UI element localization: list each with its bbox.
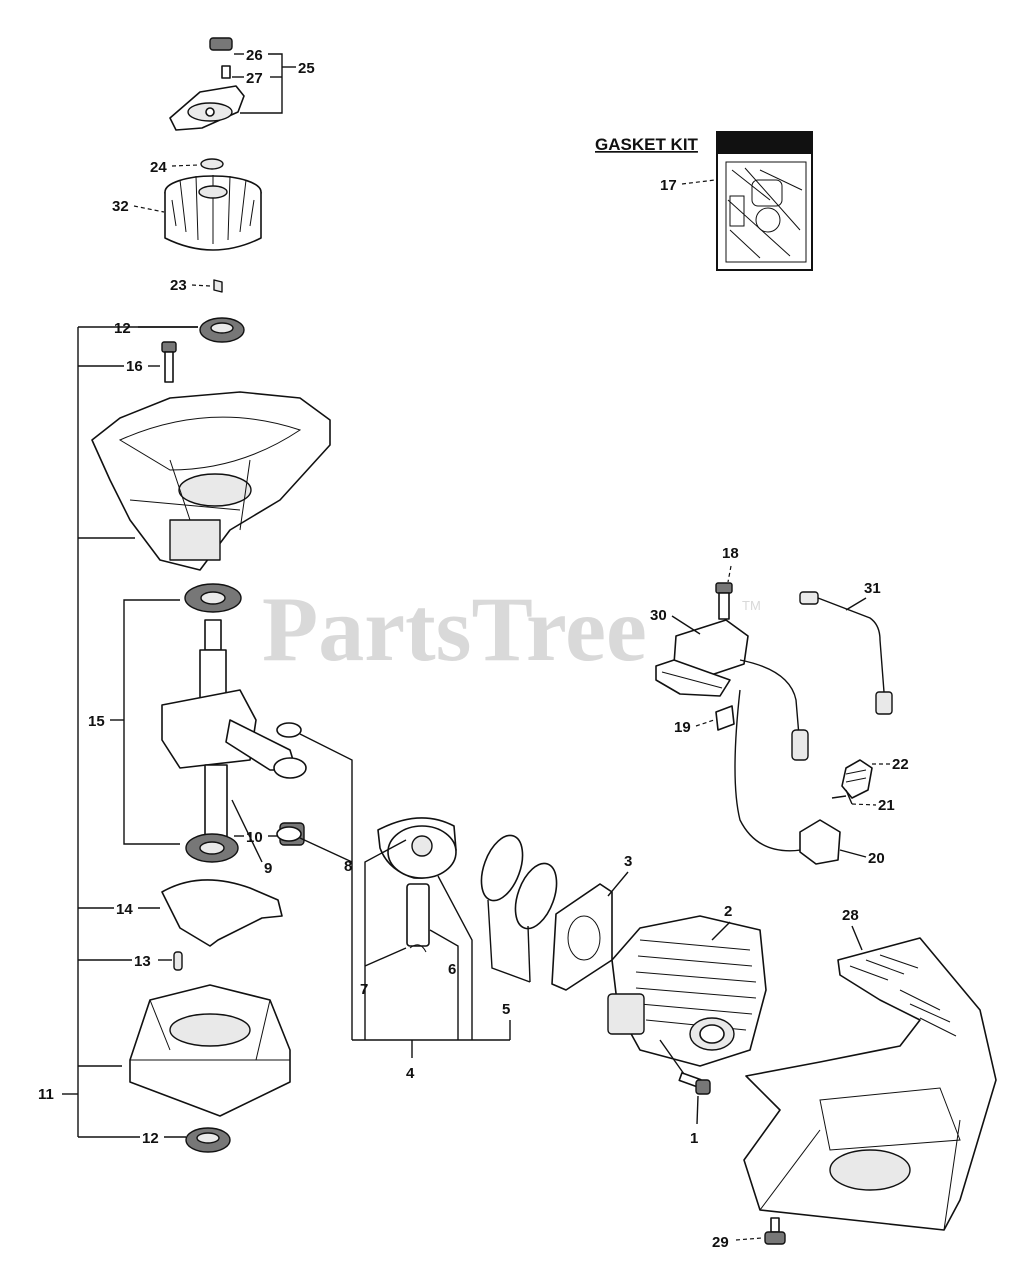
callout-21: 21: [878, 797, 895, 814]
callout-30: 30: [650, 607, 667, 624]
crankcase-gasket-part: [161, 879, 283, 947]
callout-1: 1: [690, 1130, 698, 1147]
piston-ring-2-part: [514, 862, 558, 930]
callout-27: 27: [246, 70, 263, 87]
circlip-bottom-part: [409, 944, 427, 953]
callout-26: 26: [246, 47, 263, 64]
callout-5: 5: [502, 1001, 510, 1018]
callout-32: 32: [112, 198, 129, 215]
engine-cover-part: [743, 937, 997, 1231]
oil-seal-bottom-part: [185, 1127, 231, 1153]
callout-12-top: 12: [114, 320, 131, 337]
callout-16: 16: [126, 358, 143, 375]
callout-7: 7: [360, 981, 368, 998]
bolt-part: [161, 341, 177, 383]
spark-plug-cap-part: [799, 819, 841, 865]
callout-22: 22: [892, 756, 909, 773]
cylinder-gasket-part: [551, 883, 613, 991]
bolt-18-part: [715, 582, 733, 620]
stop-wire-part: [799, 591, 893, 715]
callout-11: 11: [38, 1086, 54, 1103]
terminal-part: [841, 759, 873, 799]
starter-cover-part: [169, 37, 245, 131]
callout-24: 24: [150, 159, 167, 176]
bearing-bottom-part: [185, 833, 239, 863]
washer-part: [200, 158, 224, 170]
parts-tree-watermark: PartsTree: [262, 578, 647, 680]
clamp-part: [715, 705, 735, 731]
crankshaft-part: [161, 619, 307, 838]
ignition-wire-part: [734, 659, 813, 852]
wire-connector-part: [791, 729, 809, 761]
bearing-top-part: [184, 583, 242, 613]
thrust-washer-top-part: [276, 722, 302, 738]
crankcase-upper-part: [91, 391, 331, 571]
cylinder-bolt-part: [678, 1072, 711, 1095]
callout-9: 9: [264, 860, 272, 877]
woodruff-key-part: [213, 279, 223, 293]
cover-screw-part: [764, 1217, 786, 1245]
piston-part: [377, 817, 457, 879]
gasket-kit-title: GASKET KIT: [595, 135, 699, 154]
oil-seal-top-part: [199, 317, 245, 343]
callout-28: 28: [842, 907, 859, 924]
callout-20: 20: [868, 850, 885, 867]
callout-10: 10: [246, 829, 263, 846]
callout-19: 19: [674, 719, 691, 736]
dowel-pin-part: [173, 951, 183, 971]
callout-15: 15: [88, 713, 105, 730]
callout-25: 25: [298, 60, 315, 77]
callout-8: 8: [344, 858, 352, 875]
callout-3: 3: [624, 853, 632, 870]
callout-18: 18: [722, 545, 739, 562]
callout-6: 6: [448, 961, 456, 978]
spring-part: [831, 789, 853, 805]
gasket-kit-box: [716, 131, 813, 271]
callout-2: 2: [724, 903, 732, 920]
callout-13: 13: [134, 953, 151, 970]
ignition-coil-part: [655, 619, 749, 697]
thrust-washer-bottom-part: [276, 826, 302, 842]
flywheel-part: [164, 175, 262, 251]
piston-ring-1-part: [480, 834, 524, 902]
callout-17: 17: [660, 177, 677, 194]
callout-31: 31: [864, 580, 881, 597]
callout-4: 4: [406, 1065, 415, 1082]
piston-pin-part: [406, 883, 430, 947]
trademark-mark: TM: [742, 598, 761, 613]
callout-23: 23: [170, 277, 187, 294]
callout-29: 29: [712, 1234, 729, 1251]
cylinder-part: [607, 915, 767, 1067]
crankcase-lower-part: [129, 984, 291, 1117]
callout-12-bottom: 12: [142, 1130, 159, 1147]
callout-14: 14: [116, 901, 133, 918]
